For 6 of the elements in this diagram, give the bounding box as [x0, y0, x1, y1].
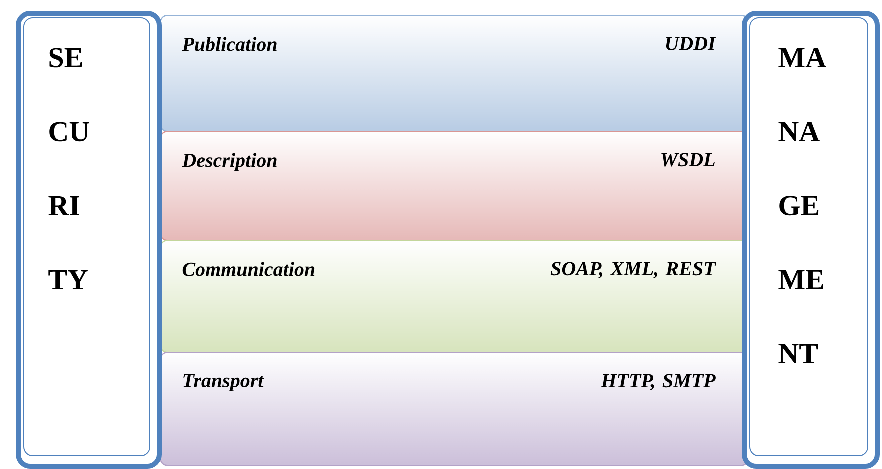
side-panel: MA NA GE ME NT: [742, 11, 880, 469]
side-panel: SE CU RI TY: [16, 11, 162, 469]
layer-band: Communication SOAP, XML, REST: [160, 240, 750, 354]
layer-band: Transport HTTP, SMTP: [160, 352, 750, 466]
layer-band: Publication UDDI: [160, 15, 750, 132]
layer-band: Description WSDL: [160, 131, 750, 242]
